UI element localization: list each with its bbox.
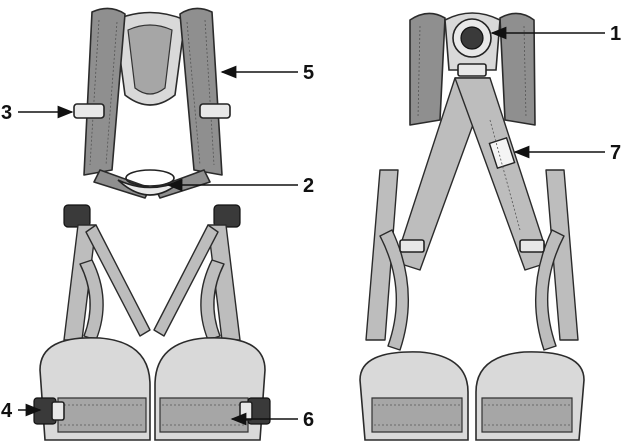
callout-2: 2 bbox=[166, 175, 314, 197]
callout-5: 5 bbox=[220, 62, 314, 84]
callout-1: 1 bbox=[490, 23, 621, 45]
front-view bbox=[33, 7, 271, 441]
callout-3: 3 bbox=[1, 102, 74, 124]
callout-7-label: 7 bbox=[610, 142, 621, 164]
callout-4: 4 bbox=[1, 400, 42, 422]
callout-6-label: 6 bbox=[303, 409, 314, 431]
callout-1-label: 1 bbox=[610, 23, 621, 45]
back-view bbox=[359, 12, 585, 441]
shoulder-strap bbox=[179, 7, 223, 176]
fall-indicator-label bbox=[488, 136, 516, 170]
callout-6: 6 bbox=[230, 409, 314, 431]
front-shoulder-strap-left bbox=[83, 7, 126, 176]
callout-5-label: 5 bbox=[303, 62, 314, 84]
callout-3-label: 3 bbox=[1, 102, 12, 124]
shoulder-strap-buckle bbox=[73, 103, 105, 119]
callout-2-label: 2 bbox=[303, 175, 314, 197]
callout-4-label: 4 bbox=[1, 400, 13, 422]
callout-7: 7 bbox=[513, 142, 621, 164]
